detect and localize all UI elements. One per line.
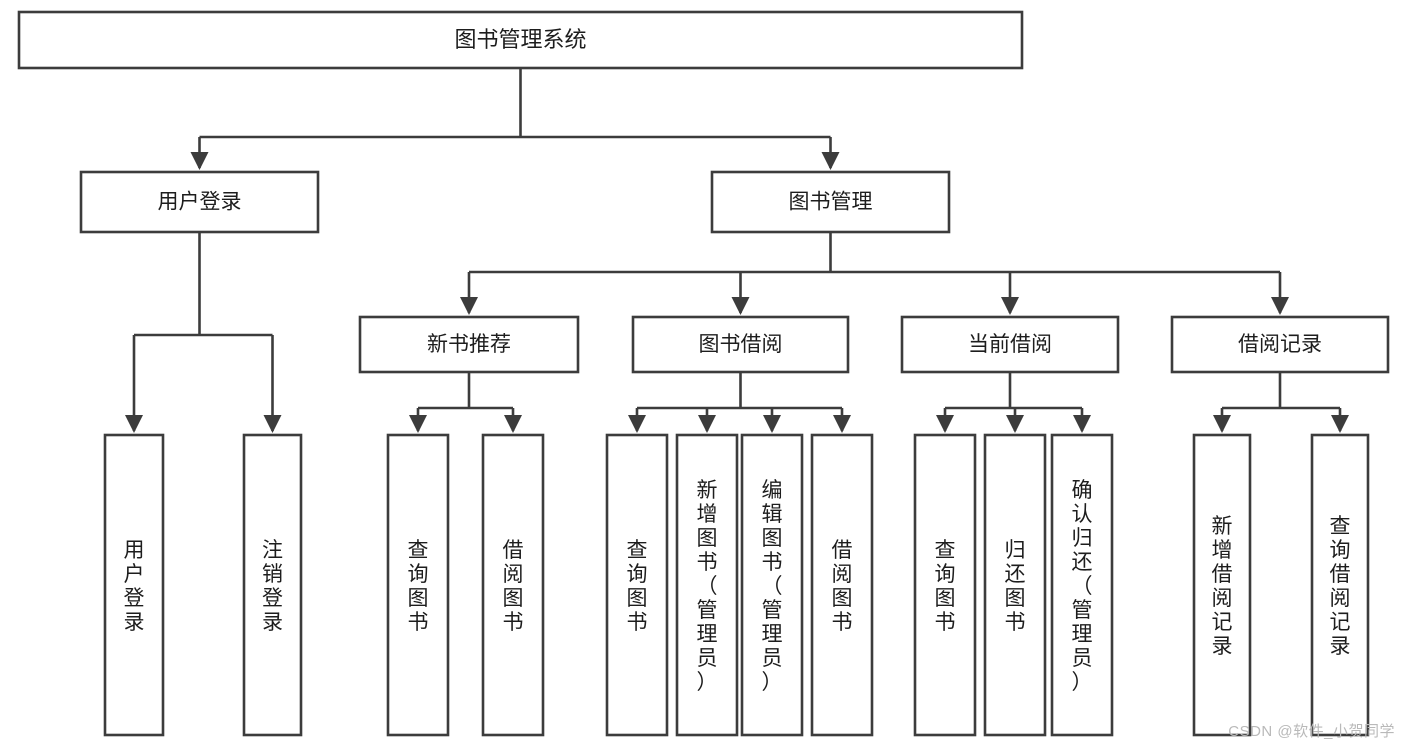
level2-node-1-label: 图书管理: [789, 191, 873, 214]
leaf-node-9-box: [983, 433, 1047, 737]
arrowhead-2-0: [628, 415, 646, 433]
level3-node-0-label: 新书推荐: [427, 333, 511, 356]
leaf-node-9-label: 归还图书: [1005, 539, 1026, 634]
level3-node-2-box: [900, 315, 1120, 374]
leaf-node-7-box: [810, 433, 874, 737]
leaf-node-11[interactable]: 新增借阅记录: [1192, 433, 1252, 737]
level2-node-1-box: [710, 170, 951, 234]
arrowhead-2-1: [698, 415, 716, 433]
level3-node-3[interactable]: 借阅记录: [1170, 315, 1390, 374]
leaf-node-4-box: [605, 433, 669, 737]
arrowhead-3-1: [1006, 415, 1024, 433]
leaf-node-3-label: 借阅图书: [503, 539, 524, 634]
leaf-node-11-box: [1192, 433, 1252, 737]
level3-node-3-label: 借阅记录: [1238, 333, 1322, 356]
leaf-node-8-label: 查询图书: [935, 539, 956, 634]
level3-node-1-box: [631, 315, 850, 374]
arrowhead-2-2: [763, 415, 781, 433]
arrowhead-books-3: [1271, 297, 1289, 315]
level2-node-0-label: 用户登录: [158, 191, 242, 214]
leaf-node-9[interactable]: 归还图书: [983, 433, 1047, 737]
leaf-node-1[interactable]: 注销登录: [242, 433, 303, 737]
leaf-node-0[interactable]: 用户登录: [103, 433, 165, 737]
level2-node-1[interactable]: 图书管理: [710, 170, 951, 234]
leaf-node-2-box: [386, 433, 450, 737]
arrowhead-4-1: [1331, 415, 1349, 433]
level3-node-0[interactable]: 新书推荐: [358, 315, 580, 374]
leaf-node-0-box: [103, 433, 165, 737]
leaf-node-1-label: 注销登录: [262, 539, 283, 634]
leaf-node-12-label: 查询借阅记录: [1330, 515, 1351, 658]
leaf-node-7-label: 借阅图书: [832, 539, 853, 634]
leaf-node-2-label: 查询图书: [408, 539, 429, 634]
arrowhead-3-0: [936, 415, 954, 433]
level3-node-1[interactable]: 图书借阅: [631, 315, 850, 374]
root-node-label: 图书管理系统: [454, 27, 586, 52]
root-node[interactable]: 图书管理系统: [17, 10, 1024, 70]
leaf-node-5-box: [675, 433, 739, 737]
leaf-node-7[interactable]: 借阅图书: [810, 433, 874, 737]
arrowhead-2-3: [833, 415, 851, 433]
leaf-node-3-box: [481, 433, 545, 737]
leaf-node-12-box: [1310, 433, 1370, 737]
leaf-node-4[interactable]: 查询图书: [605, 433, 669, 737]
arrowhead-1-0: [409, 415, 427, 433]
arrowhead-0-0: [125, 415, 143, 433]
arrowhead-books-0: [460, 297, 478, 315]
leaf-node-6[interactable]: 编辑图书（管理员）: [740, 433, 804, 737]
level3-node-3-box: [1170, 315, 1390, 374]
arrowhead-3-2: [1073, 415, 1091, 433]
leaf-node-5-label: 新增图书（管理员）: [697, 479, 718, 694]
level3-node-1-label: 图书借阅: [699, 333, 783, 356]
root-node-box: [17, 10, 1024, 70]
leaf-node-11-label: 新增借阅记录: [1212, 515, 1233, 658]
level3-node-2[interactable]: 当前借阅: [900, 315, 1120, 374]
level3-node-2-label: 当前借阅: [968, 333, 1052, 356]
level2-node-0[interactable]: 用户登录: [79, 170, 320, 234]
leaf-node-12[interactable]: 查询借阅记录: [1310, 433, 1370, 737]
leaf-node-6-label: 编辑图书（管理员）: [762, 479, 783, 694]
leaf-node-4-label: 查询图书: [627, 539, 648, 634]
leaf-node-0-label: 用户登录: [124, 539, 145, 634]
arrowhead-books-1: [731, 297, 750, 315]
level2-node-0-box: [79, 170, 320, 234]
level3-node-0-box: [358, 315, 580, 374]
leaf-node-10-box: [1050, 433, 1114, 737]
arrowhead-0-1: [263, 415, 282, 433]
leaf-node-2[interactable]: 查询图书: [386, 433, 450, 737]
leaf-node-8[interactable]: 查询图书: [913, 433, 977, 737]
arrowhead-1-1: [504, 415, 522, 433]
leaf-node-5[interactable]: 新增图书（管理员）: [675, 433, 739, 737]
arrowhead-books-2: [1001, 297, 1019, 315]
node-layer: 图书管理系统用户登录图书管理新书推荐图书借阅当前借阅借阅记录用户登录注销登录查询…: [17, 10, 1390, 737]
watermark-label: CSDN @软件_小贺同学: [1228, 723, 1395, 740]
leaf-node-10-label: 确认归还（管理员）: [1072, 479, 1093, 694]
leaf-node-8-box: [913, 433, 977, 737]
arrowhead-root-1: [821, 152, 840, 170]
leaf-node-6-box: [740, 433, 804, 737]
leaf-node-10[interactable]: 确认归还（管理员）: [1050, 433, 1114, 737]
arrowhead-root-0: [190, 152, 209, 170]
leaf-node-1-box: [242, 433, 303, 737]
arrowhead-4-0: [1213, 415, 1231, 433]
connector-layer: [125, 68, 1349, 433]
leaf-node-3[interactable]: 借阅图书: [481, 433, 545, 737]
